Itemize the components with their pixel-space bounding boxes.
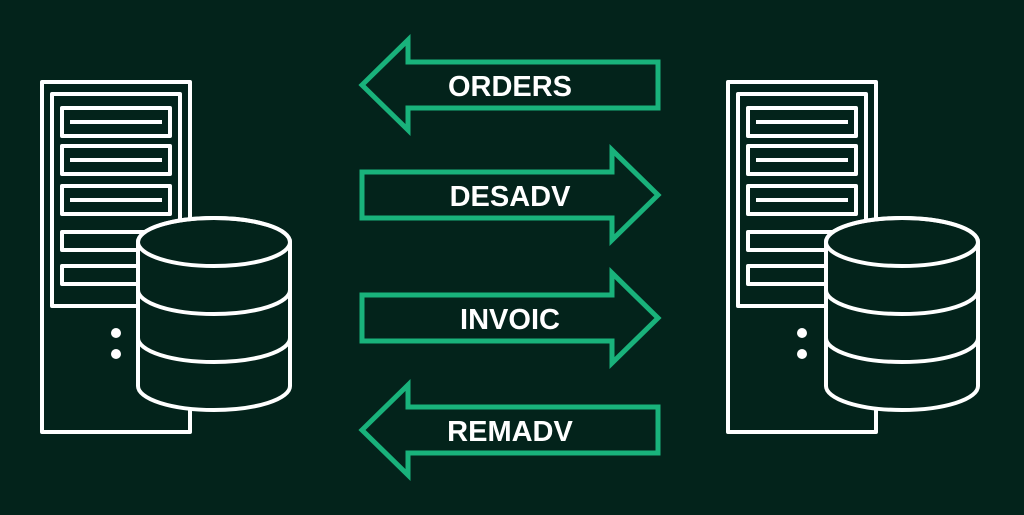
arrow-desadv: DESADV	[359, 144, 662, 246]
arrow-label-orders: ORDERS	[448, 71, 572, 103]
arrow-right-icon	[359, 144, 662, 246]
arrow-left-icon	[358, 379, 661, 481]
right-database-cylinder	[824, 216, 980, 412]
left-database-cylinder	[136, 216, 292, 412]
arrow-remadv: REMADV	[358, 379, 661, 481]
arrow-label-invoic: INVOIC	[460, 304, 560, 336]
left-server-database-icon	[40, 80, 292, 434]
arrow-label-desadv: DESADV	[450, 181, 572, 213]
arrow-invoic: INVOIC	[359, 267, 662, 369]
arrow-label-remadv: REMADV	[447, 416, 573, 448]
arrow-orders: ORDERS	[358, 34, 661, 136]
arrow-left-icon	[358, 34, 661, 136]
message-arrows: ORDERS DESADV INVOIC REMADV	[358, 34, 662, 481]
arrow-right-icon	[359, 267, 662, 369]
right-server-database-icon	[726, 80, 980, 434]
